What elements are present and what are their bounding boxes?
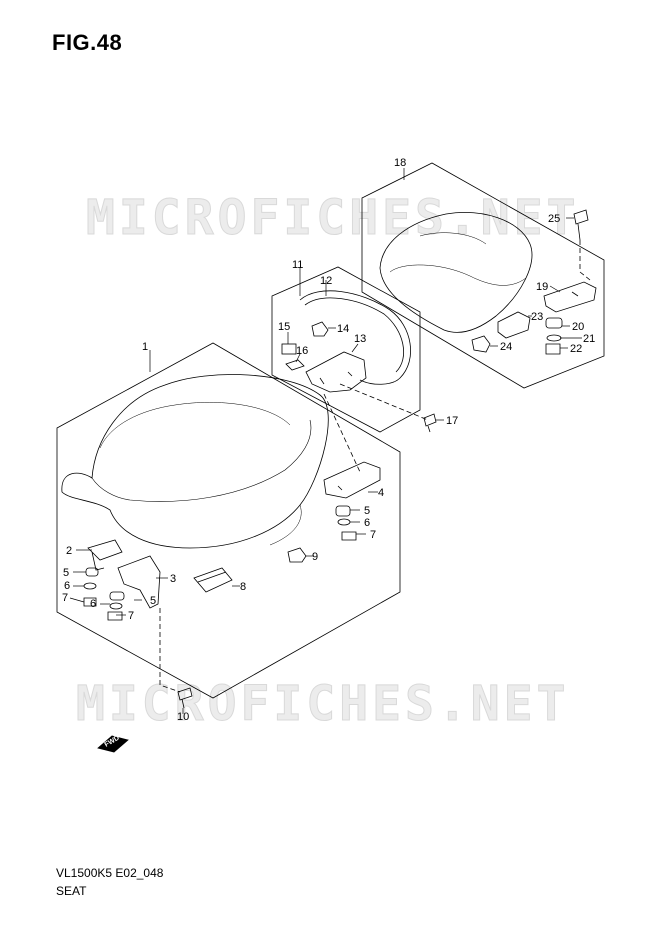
callout-14: 14: [337, 323, 349, 335]
cap-nut-24: [471, 335, 491, 353]
callout-5b: 5: [364, 505, 370, 517]
callout-6a: 6: [64, 580, 70, 592]
callout-23: 23: [531, 311, 543, 323]
passenger-bracket: [543, 281, 597, 313]
callout-2: 2: [66, 545, 72, 557]
front-bracket-left: [87, 539, 123, 571]
callout-19: 19: [536, 281, 548, 293]
callout-15: 15: [278, 321, 290, 333]
callout-7b: 7: [370, 529, 376, 541]
watermark-bottom: MICROFICHES.NET: [75, 676, 570, 733]
callout-22: 22: [570, 343, 582, 355]
cushion-stack-passenger: [545, 317, 563, 355]
nut-14: [311, 321, 329, 337]
callout-7a: 7: [62, 592, 68, 604]
rear-bracket: [323, 461, 381, 499]
callout-4: 4: [378, 487, 384, 499]
callout-labels: 1 2 3 4 5 5 5 6 6 6 7 7 7 8 9 10 11 12 1…: [62, 157, 595, 723]
callout-20: 20: [572, 321, 584, 333]
assembly-name: SEAT: [56, 884, 87, 898]
callout-21: 21: [583, 333, 595, 345]
cap-nut: [287, 547, 307, 563]
watermark-top: MICROFICHES.NET: [85, 190, 580, 247]
bolt-17: [423, 413, 437, 433]
cushion-stack-center: [107, 591, 125, 621]
lamp-lens: [299, 290, 411, 385]
callout-18: 18: [394, 157, 406, 169]
callout-16: 16: [296, 345, 308, 357]
callout-3: 3: [170, 573, 176, 585]
grommet-15: [281, 343, 297, 355]
fwd-arrow: [97, 735, 129, 753]
callout-11: 11: [292, 259, 303, 271]
callout-25: 25: [548, 213, 560, 225]
cushion-stack-right: [335, 505, 357, 541]
front-bracket-right: [117, 555, 161, 609]
callout-12: 12: [320, 275, 332, 287]
leader-bolt-17: [339, 383, 429, 421]
rider-seat-frame: [56, 342, 401, 699]
leader-bolt-10: [159, 608, 181, 693]
callout-5c: 5: [150, 595, 156, 607]
seal-16: [285, 359, 305, 371]
model-code: VL1500K5 E02_048: [56, 866, 164, 880]
figure-title: FIG.48: [52, 30, 123, 55]
hook-fastener: [193, 567, 233, 593]
callout-leaders: [69, 168, 582, 714]
passenger-seat-frame: [361, 162, 605, 389]
bolt-10: [177, 687, 193, 709]
callout-9: 9: [312, 551, 318, 563]
callout-8: 8: [240, 581, 246, 593]
callout-5a: 5: [63, 567, 69, 579]
passenger-seat: [379, 212, 533, 333]
lamp-bracket: [305, 351, 367, 393]
leader-bolt-25: [579, 240, 591, 281]
callout-10: 10: [177, 711, 189, 723]
leader-lamp-bracket: [323, 393, 361, 473]
callout-17: 17: [446, 415, 458, 427]
callout-24: 24: [500, 341, 512, 353]
callout-1: 1: [142, 341, 148, 353]
lamp-assembly-frame: [271, 266, 421, 433]
hook-fastener-passenger: [497, 311, 531, 339]
callout-6c: 6: [90, 598, 96, 610]
bolt-25: [573, 209, 589, 241]
callout-6b: 6: [364, 517, 370, 529]
callout-7c: 7: [128, 610, 134, 622]
callout-13: 13: [354, 333, 366, 345]
rider-seat: [61, 374, 329, 549]
